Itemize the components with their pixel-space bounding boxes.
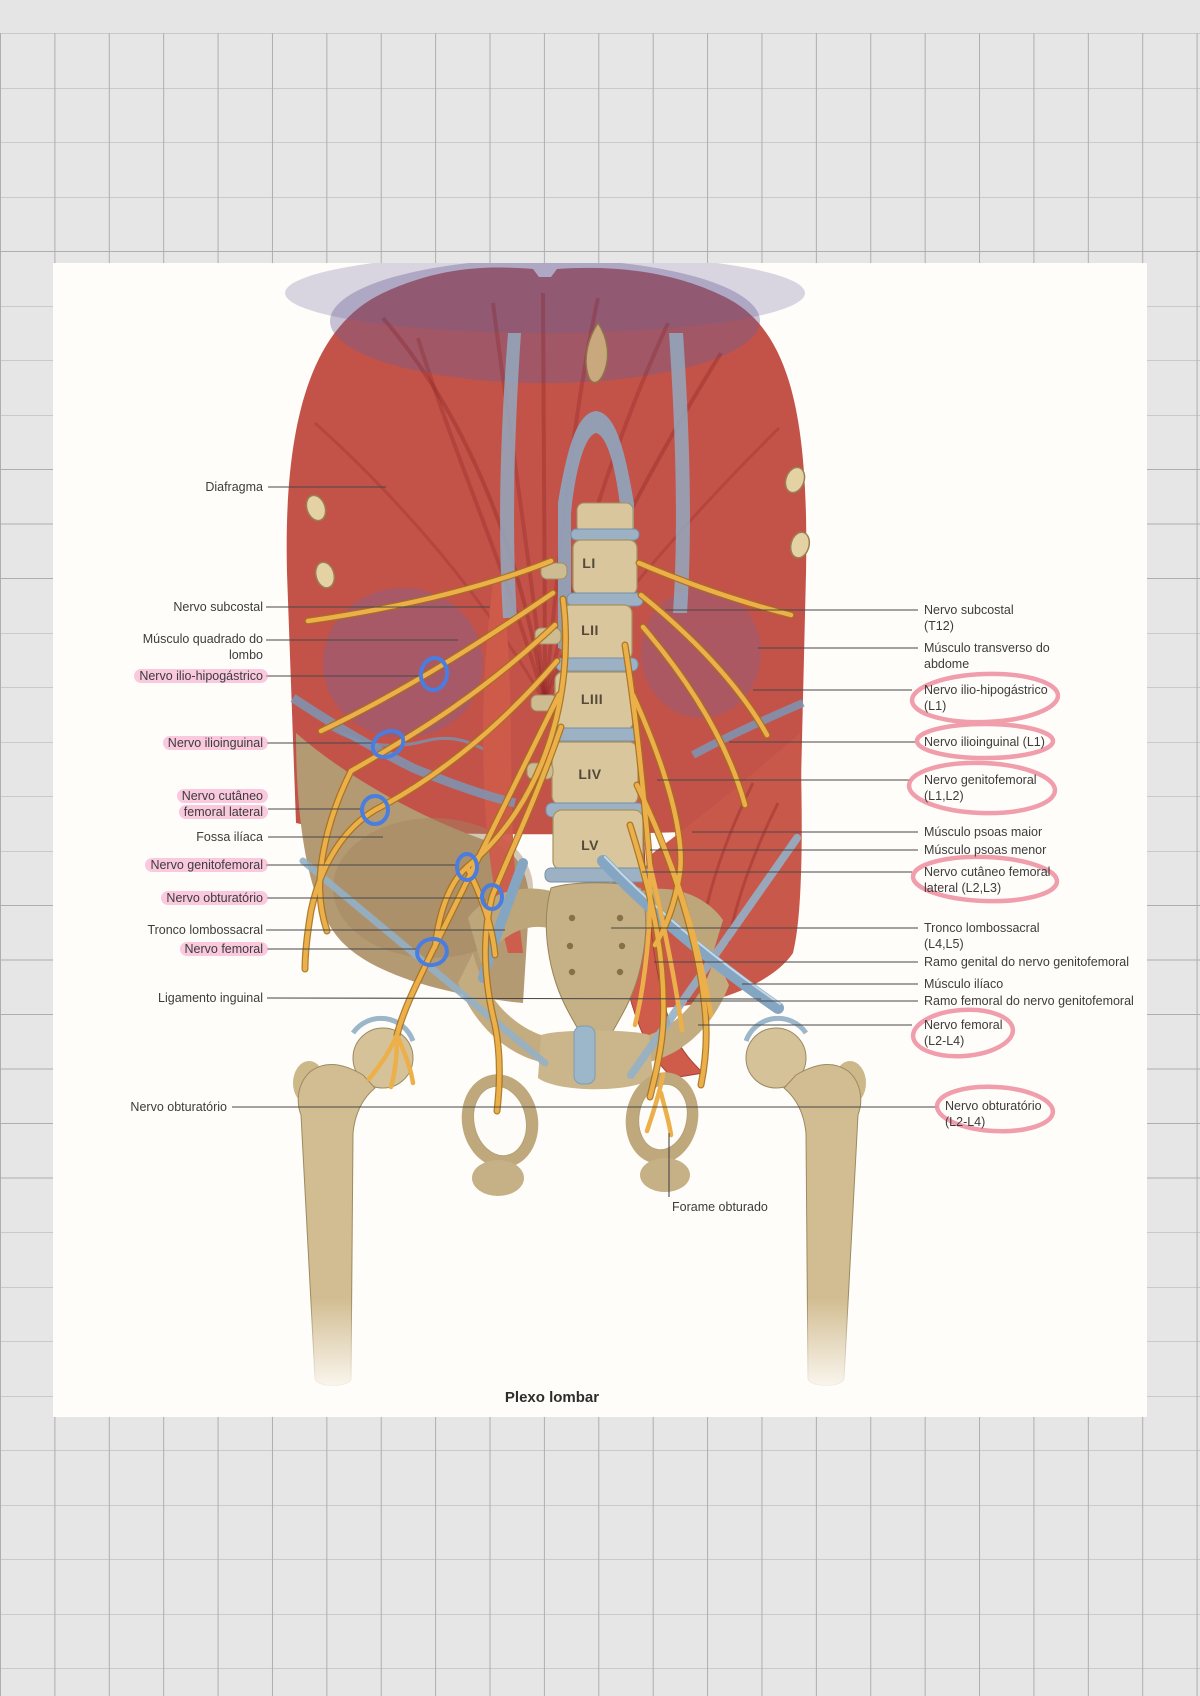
label-nervo-femoral-left: Nervo femoral — [179, 941, 268, 957]
label-musculo-transverso-do-abdome: Músculo transverso do abdome — [924, 640, 1050, 672]
label-ramo-femoral-do-nervo-genitofemoral: Ramo femoral do nervo genitofemoral — [924, 993, 1134, 1009]
label-text: Músculo quadrado do lombo — [142, 632, 263, 662]
vertebra-label-l4: LIV — [578, 766, 602, 782]
label-text: Músculo psoas maior — [924, 825, 1043, 839]
label-nervo-ilio-hipogastrico-left: Nervo ilio-hipogástrico — [134, 668, 268, 684]
label-text: Diafragma — [205, 480, 263, 494]
label-musculo-quadrado-do-lombo: Músculo quadrado do lombo — [143, 631, 263, 663]
label-nervo-obturatorio-bottom: Nervo obturatório — [130, 1099, 227, 1115]
highlighted-label-text: Nervo femoral — [179, 942, 268, 956]
label-nervo-genitofemoral-right: Nervo genitofemoral (L1,L2) — [924, 772, 1037, 804]
label-text: Fossa ilíaca — [196, 830, 263, 844]
label-text: Nervo ilio-hipogástrico (L1) — [924, 683, 1048, 713]
figure-caption: Plexo lombar — [504, 1389, 600, 1406]
vertebra-label-l3: LIII — [580, 691, 604, 707]
lumbar-plexus-nerves — [301, 557, 795, 1138]
label-text: Nervo obturatório — [130, 1100, 227, 1114]
label-forame-obturado: Forame obturado — [672, 1200, 768, 1214]
label-nervo-ilio-hipogastrico-right: Nervo ilio-hipogástrico (L1) — [924, 682, 1048, 714]
label-tronco-lombossacral-left: Tronco lombossacral — [147, 922, 263, 938]
anatomy-illustration — [232, 263, 1061, 1398]
label-text: Ligamento inguinal — [158, 991, 263, 1005]
highlighted-label-text: Nervo obturatório — [161, 891, 268, 905]
label-text: Ramo genital do nervo genitofemoral — [924, 955, 1129, 969]
label-nervo-obturatorio-left: Nervo obturatório — [161, 890, 268, 906]
pink-circle-annotations — [906, 671, 1061, 1134]
label-text: Ramo femoral do nervo genitofemoral — [924, 994, 1134, 1008]
label-nervo-cutaneo-femoral-lateral-left: Nervo cutâneo femoral lateral — [176, 788, 268, 820]
label-musculo-psoas-maior: Músculo psoas maior — [924, 824, 1042, 840]
label-musculo-iliaco: Músculo ilíaco — [924, 976, 1003, 992]
label-nervo-genitofemoral-left: Nervo genitofemoral — [145, 857, 268, 873]
leader-lines — [232, 486, 938, 1197]
label-text: Tronco lombossacral — [147, 923, 263, 937]
label-nervo-subcostal-right: Nervo subcostal (T12) — [924, 602, 1014, 634]
label-text: Nervo subcostal (T12) — [924, 603, 1014, 633]
highlighted-label-text: Nervo genitofemoral — [145, 858, 268, 872]
highlighted-label-text: Nervo cutâneo femoral lateral — [176, 789, 268, 819]
vertebra-label-l5: LV — [581, 837, 599, 853]
label-text: Músculo psoas menor — [924, 843, 1047, 857]
rib-sections — [305, 466, 811, 589]
label-ligamento-inguinal: Ligamento inguinal — [158, 990, 263, 1006]
label-ramo-genital-do-nervo-genitofemoral: Ramo genital do nervo genitofemoral — [924, 954, 1129, 970]
label-text: Nervo subcostal — [173, 600, 263, 614]
highlighted-label-text: Nervo ilioinguinal — [162, 736, 268, 750]
label-text: Nervo genitofemoral (L1,L2) — [924, 773, 1037, 803]
label-musculo-psoas-menor: Músculo psoas menor — [924, 842, 1046, 858]
blue-circle-annotations — [360, 656, 504, 968]
label-nervo-subcostal-left: Nervo subcostal — [173, 599, 263, 615]
label-nervo-ilioinguinal-right: Nervo ilioinguinal (L1) — [924, 734, 1045, 750]
lumbar-spine — [500, 333, 690, 883]
vertebra-label-l2: LII — [581, 622, 599, 638]
document-page: Diafragma Nervo subcostal Músculo quadra… — [53, 263, 1147, 1417]
label-nervo-obturatorio-right: Nervo obturatório (L2-L4) — [945, 1098, 1042, 1130]
label-nervo-femoral-right: Nervo femoral (L2-L4) — [924, 1017, 1003, 1049]
label-diafragma: Diafragma — [205, 479, 263, 495]
label-fossa-iliaca: Fossa ilíaca — [196, 829, 263, 845]
vertebra-label-l1: LI — [582, 555, 596, 571]
label-tronco-lombossacral-right: Tronco lombossacral (L4,L5) — [924, 920, 1040, 952]
label-text: Músculo ilíaco — [924, 977, 1004, 991]
label-nervo-ilioinguinal-left: Nervo ilioinguinal — [162, 735, 268, 751]
label-text: Nervo femoral (L2-L4) — [924, 1018, 1003, 1048]
label-text: Nervo ilioinguinal (L1) — [924, 735, 1045, 749]
label-text: Tronco lombossacral (L4,L5) — [924, 921, 1040, 951]
label-nervo-cutaneo-femoral-lateral-right: Nervo cutâneo femoral lateral (L2,L3) — [924, 864, 1050, 896]
top-band — [0, 0, 1200, 33]
label-text: Nervo obturatório (L2-L4) — [945, 1099, 1042, 1129]
label-text: Músculo transverso do abdome — [924, 641, 1050, 671]
figure-fade — [253, 1298, 933, 1398]
label-text: Nervo cutâneo femoral lateral (L2,L3) — [924, 865, 1051, 895]
highlighted-label-text: Nervo ilio-hipogástrico — [134, 669, 268, 683]
